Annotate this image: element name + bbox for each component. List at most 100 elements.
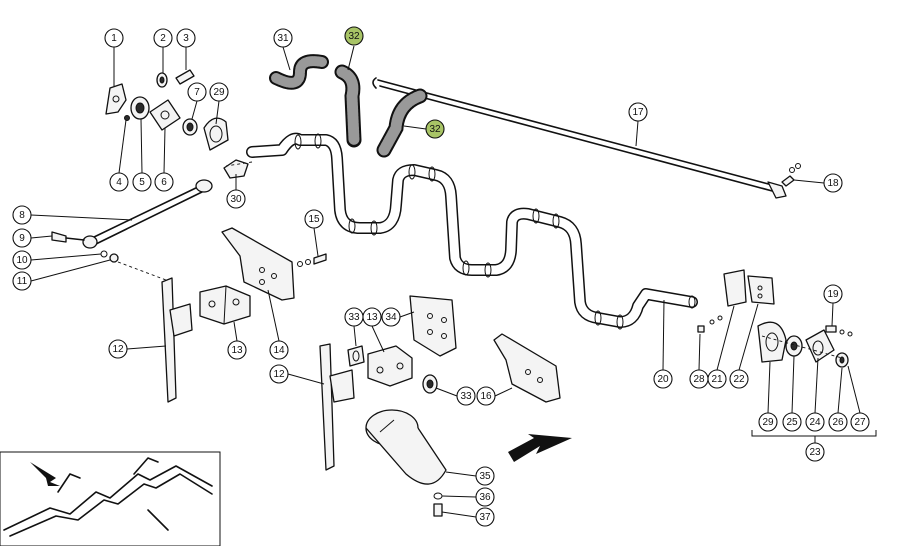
callout-1: 1 [104, 28, 124, 48]
callout-18: 18 [823, 173, 843, 193]
crank-tube [246, 132, 698, 330]
callout-text: 3 [183, 33, 189, 44]
callout-text: 27 [854, 417, 866, 428]
boot-32-upper [334, 64, 362, 148]
callout-text: 37 [479, 512, 491, 523]
nut-2 [156, 72, 168, 88]
callout-text: 30 [230, 194, 242, 205]
callout-text: 15 [308, 214, 320, 225]
callout-text: 4 [116, 177, 122, 188]
flange-24 [805, 329, 835, 363]
callout-13: 13 [362, 307, 382, 327]
callout-11: 11 [12, 271, 32, 291]
plate-14 [221, 227, 295, 301]
holder-13-left [199, 285, 251, 325]
callout-25: 25 [782, 412, 802, 432]
callout-text: 34 [385, 312, 397, 323]
callout-text: 32 [348, 31, 360, 42]
sleeve-35 [365, 409, 447, 485]
callout-text: 14 [273, 345, 285, 356]
plate-34 [409, 295, 457, 357]
bolt-9 [51, 231, 85, 243]
bolt-3 [175, 69, 195, 85]
washer-4 [124, 115, 130, 121]
callout-text: 17 [632, 107, 644, 118]
rod-17 [372, 77, 787, 199]
callout-4: 4 [109, 172, 129, 192]
flange-6 [149, 99, 181, 131]
callout-text: 28 [693, 374, 705, 385]
callout-text: 9 [19, 233, 25, 244]
callout-35: 35 [475, 466, 495, 486]
clip-30 [223, 159, 249, 179]
leader-lines [30, 45, 861, 518]
callout-text: 22 [733, 374, 745, 385]
nut-11 [109, 253, 119, 263]
callout-16: 16 [476, 386, 496, 406]
callout-21: 21 [707, 369, 727, 389]
holder-13-center [367, 345, 413, 387]
bearing-5 [130, 96, 150, 120]
callout-text: 33 [348, 312, 360, 323]
callout-27: 27 [850, 412, 870, 432]
hardware-18 [781, 163, 801, 187]
callout-text: 36 [479, 492, 491, 503]
hardware-19 [825, 325, 853, 337]
callout-text: 12 [273, 369, 285, 380]
group-bracket-23 [751, 430, 877, 444]
washer-33-top [347, 345, 365, 367]
washer-36 [433, 492, 443, 500]
boot-31 [269, 54, 329, 90]
callout-2: 2 [153, 28, 173, 48]
callout-12: 12 [269, 364, 289, 384]
callout-text: 10 [16, 255, 28, 266]
callout-text: 19 [827, 289, 839, 300]
callout-31: 31 [273, 28, 293, 48]
tine-12-left [161, 277, 193, 403]
callout-text: 23 [809, 447, 821, 458]
callout-text: 1 [111, 33, 117, 44]
callout-text: 7 [194, 87, 200, 98]
callout-text: 29 [762, 417, 774, 428]
callout-3: 3 [176, 28, 196, 48]
callout-13: 13 [227, 340, 247, 360]
bracket-22 [747, 275, 775, 305]
callout-text: 25 [786, 417, 798, 428]
bracket-1 [105, 83, 127, 115]
callout-23: 23 [805, 442, 825, 462]
callout-9: 9 [12, 228, 32, 248]
callout-text: 24 [809, 417, 821, 428]
bolt-15 [297, 253, 327, 267]
link-rod-8 [82, 179, 213, 249]
bushing-7 [182, 118, 198, 136]
callout-text: 35 [479, 471, 491, 482]
callout-33: 33 [456, 386, 476, 406]
callout-5: 5 [132, 172, 152, 192]
callout-34: 34 [381, 307, 401, 327]
callout-24: 24 [805, 412, 825, 432]
callout-text: 20 [657, 374, 669, 385]
callout-text: 16 [480, 391, 492, 402]
callout-text: 6 [161, 177, 167, 188]
callout-text: 18 [827, 178, 839, 189]
callout-text: 13 [231, 345, 243, 356]
callout-text: 2 [160, 33, 166, 44]
callout-text: 11 [17, 276, 28, 287]
tine-12-center [319, 343, 355, 471]
callout-36: 36 [475, 487, 495, 507]
direction-arrow [508, 434, 572, 462]
callout-text: 29 [213, 87, 225, 98]
flange-29-right [757, 321, 787, 363]
inset-view [0, 451, 221, 546]
callout-29: 29 [758, 412, 778, 432]
callout-text: 8 [19, 210, 25, 221]
callout-12: 12 [108, 339, 128, 359]
bushing-33-bottom [422, 374, 438, 394]
callout-6: 6 [154, 172, 174, 192]
callout-text: 33 [460, 391, 472, 402]
callout-15: 15 [304, 209, 324, 229]
callout-14: 14 [269, 340, 289, 360]
callout-text: 26 [832, 417, 844, 428]
